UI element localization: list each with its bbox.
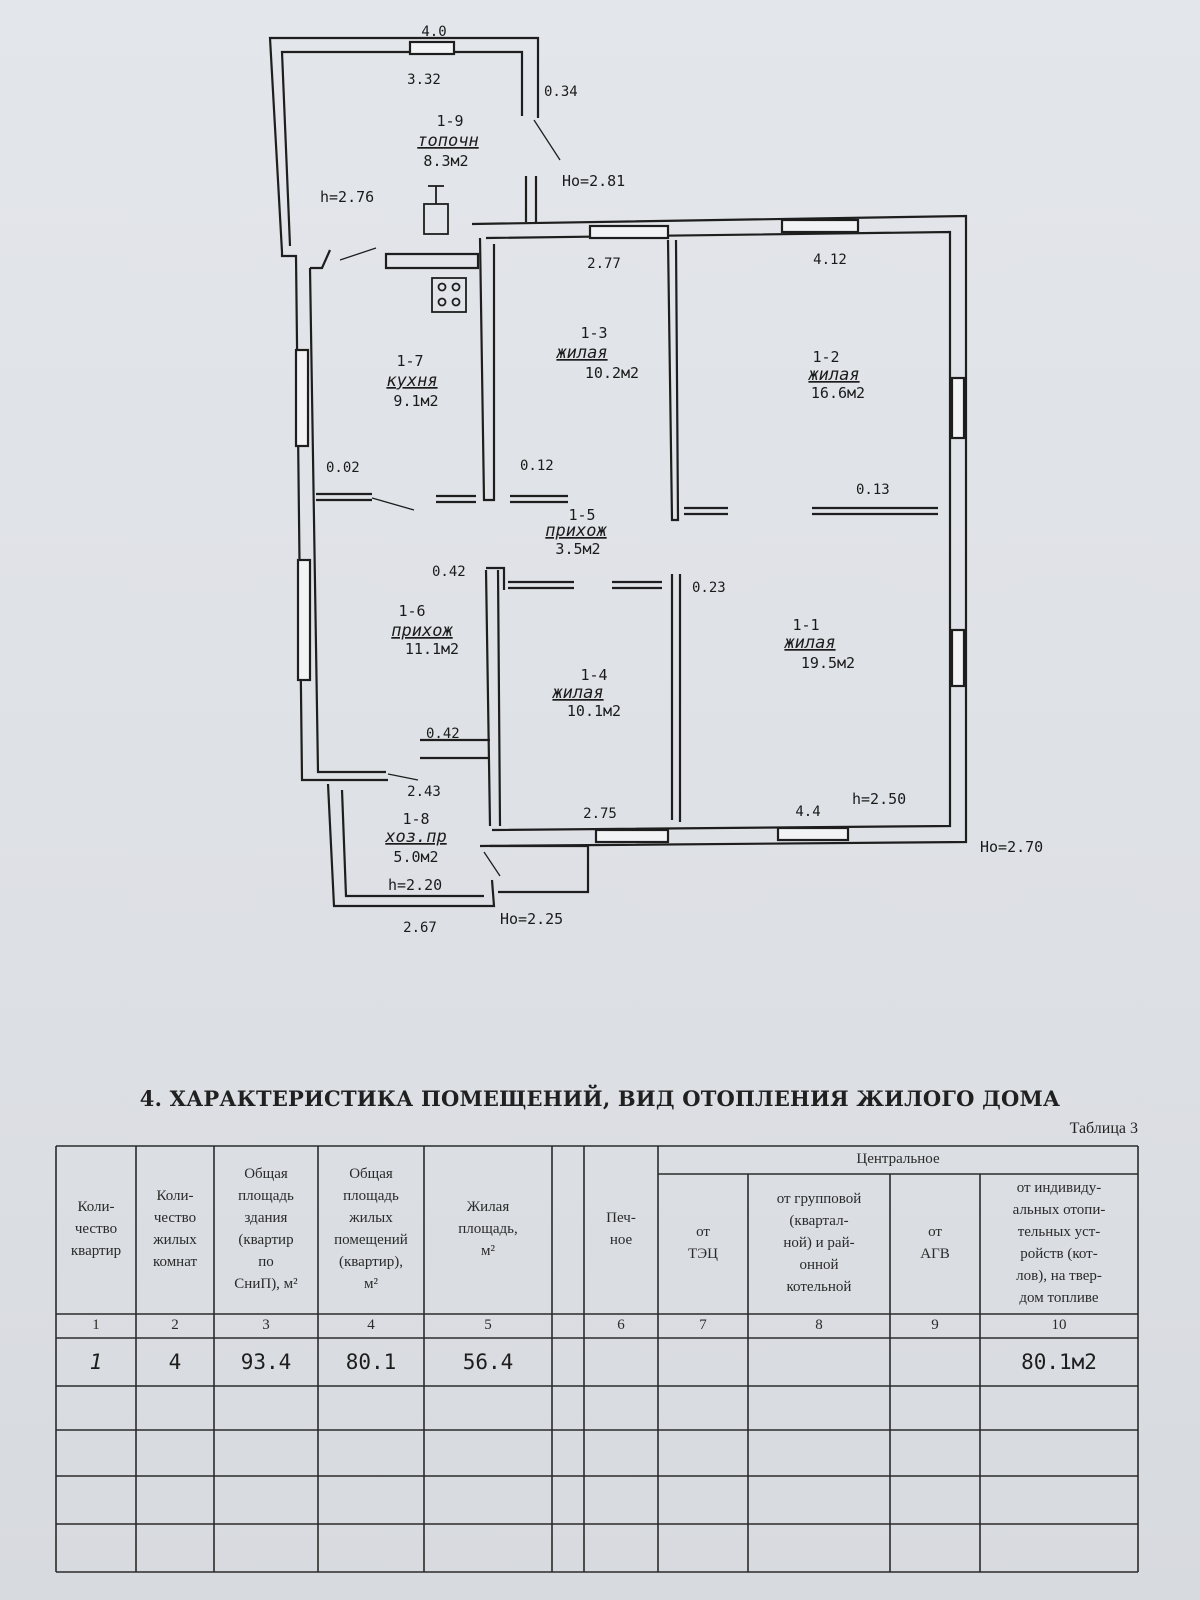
table-cell-apartments: 1 <box>89 1349 103 1374</box>
svg-text:1-8: 1-8 <box>402 810 429 828</box>
svg-text:h=2.20: h=2.20 <box>388 876 442 894</box>
svg-text:0.02: 0.02 <box>326 460 360 476</box>
header-from-boiler-house: от групповой (квартал- ной) и рай- онной… <box>776 1191 862 1295</box>
svg-text:жилая: жилая <box>551 683 603 703</box>
svg-text:10.1м2: 10.1м2 <box>567 702 621 720</box>
svg-text:0.42: 0.42 <box>426 726 460 742</box>
table-label: Таблица 3 <box>1069 1120 1138 1137</box>
svg-text:жилая: жилая <box>807 365 859 385</box>
svg-text:4.0: 4.0 <box>421 24 446 40</box>
svg-text:19.5м2: 19.5м2 <box>801 654 855 672</box>
column-number: 7 <box>699 1317 707 1334</box>
column-number: 3 <box>262 1317 270 1334</box>
walls <box>268 36 968 908</box>
header-individual-devices: от индивиду- альных отопи- тельных уст- … <box>1012 1180 1106 1306</box>
svg-text:3.32: 3.32 <box>407 72 441 88</box>
header-from-agv: от АГВ <box>920 1224 950 1262</box>
svg-text:9.1м2: 9.1м2 <box>393 392 438 410</box>
dimension-labels: 4.0 3.32 0.34 2.77 4.12 0.02 0.12 0.13 0… <box>326 24 890 936</box>
svg-text:1-6: 1-6 <box>398 602 425 620</box>
appliances <box>423 185 467 313</box>
column-number: 9 <box>931 1317 939 1334</box>
svg-text:хоз.пр: хоз.пр <box>384 827 446 847</box>
table-cell-individual-devices: 80.1м2 <box>1021 1349 1097 1374</box>
svg-text:жилая: жилая <box>555 343 607 363</box>
header-living-area: Жилая площадь, м² <box>458 1199 518 1259</box>
door-swings <box>339 119 561 877</box>
svg-text:10.2м2: 10.2м2 <box>585 364 639 382</box>
section-title: 4. ХАРАКТЕРИСТИКА ПОМЕЩЕНИЙ, ВИД ОТОПЛЕН… <box>139 1086 1061 1111</box>
column-number: 6 <box>617 1317 625 1334</box>
svg-text:2.43: 2.43 <box>407 784 441 800</box>
room-label-1-4: 1-4 жилая 10.1м2 <box>551 666 621 720</box>
svg-text:Нo=2.25: Нo=2.25 <box>500 910 563 928</box>
svg-text:1-4: 1-4 <box>580 666 607 684</box>
header-stove-heating: Печ- ное <box>606 1210 636 1248</box>
table-cell-stove <box>584 1338 658 1386</box>
svg-text:4.12: 4.12 <box>813 252 847 268</box>
table-cell-tec <box>658 1338 748 1386</box>
svg-text:прихож: прихож <box>391 621 453 641</box>
table-cell-total-living-area: 80.1 <box>345 1349 397 1374</box>
floor-plan: 1-9 топочн 8.3м2 1-7 кухня 9.1м2 1-3 жил… <box>268 24 1043 936</box>
svg-text:4.4: 4.4 <box>795 804 820 820</box>
svg-text:0.12: 0.12 <box>520 458 554 474</box>
svg-text:5.0м2: 5.0м2 <box>393 848 438 866</box>
svg-text:2.75: 2.75 <box>583 806 617 822</box>
room-label-1-1: 1-1 жилая 19.5м2 <box>783 616 855 672</box>
header-total-building-area: Общая площадь здания (квартир по СниП), … <box>234 1166 298 1292</box>
svg-text:11.1м2: 11.1м2 <box>405 640 459 658</box>
group-header-central: Центральное <box>856 1151 940 1168</box>
table-cell-agv <box>890 1338 980 1386</box>
room-label-1-3: 1-3 жилая 10.2м2 <box>555 324 639 382</box>
svg-text:кухня: кухня <box>386 371 437 391</box>
header-from-tec: от ТЭЦ <box>688 1224 718 1262</box>
room-label-1-6: 1-6 прихож 11.1м2 <box>391 602 459 658</box>
svg-text:2.67: 2.67 <box>403 920 437 936</box>
svg-text:1-7: 1-7 <box>396 352 423 370</box>
svg-text:0.34: 0.34 <box>544 84 578 100</box>
svg-text:8.3м2: 8.3м2 <box>423 152 468 170</box>
svg-text:топочн: топочн <box>417 131 478 151</box>
svg-text:Нo=2.81: Нo=2.81 <box>562 172 625 190</box>
table-cell-boiler-house <box>748 1338 890 1386</box>
column-number: 1 <box>92 1317 100 1334</box>
table-cell-rooms: 4 <box>168 1349 182 1374</box>
room-label-1-2: 1-2 жилая 16.6м2 <box>807 348 865 402</box>
svg-text:0.42: 0.42 <box>432 564 466 580</box>
stove-icon <box>431 277 467 313</box>
svg-text:1-1: 1-1 <box>792 616 819 634</box>
svg-text:3.5м2: 3.5м2 <box>555 540 600 558</box>
svg-text:Нo=2.70: Нo=2.70 <box>980 838 1043 856</box>
table-cell-total-building-area: 93.4 <box>240 1349 292 1374</box>
room-label-1-9: 1-9 топочн 8.3м2 <box>417 112 478 170</box>
header-apartments-count: Коли- чество квартир <box>70 1199 122 1259</box>
svg-text:h=2.50: h=2.50 <box>852 790 906 808</box>
svg-text:1-5: 1-5 <box>568 506 595 524</box>
table-cell-living-area: 56.4 <box>462 1349 514 1374</box>
column-number: 4 <box>367 1317 375 1334</box>
column-number: 10 <box>1051 1317 1067 1334</box>
svg-text:0.13: 0.13 <box>856 482 890 498</box>
svg-text:прихож: прихож <box>545 521 607 541</box>
header-total-living-area: Общая площадь жилых помещений (квартир),… <box>334 1166 408 1292</box>
column-number: 2 <box>171 1317 179 1334</box>
svg-text:жилая: жилая <box>783 633 835 653</box>
room-label-1-8: 1-8 хоз.пр 5.0м2 <box>384 810 446 866</box>
svg-text:2.77: 2.77 <box>587 256 621 272</box>
svg-text:1-3: 1-3 <box>580 324 607 342</box>
header-rooms-count: Коли- чество жилых комнат <box>152 1188 198 1270</box>
column-number: 5 <box>484 1317 492 1334</box>
column-number: 8 <box>815 1317 823 1334</box>
svg-text:0.23: 0.23 <box>692 580 726 596</box>
svg-text:1-9: 1-9 <box>436 112 463 130</box>
svg-text:16.6м2: 16.6м2 <box>811 384 865 402</box>
room-label-1-7: 1-7 кухня 9.1м2 <box>386 352 438 410</box>
svg-text:1-2: 1-2 <box>812 348 839 366</box>
height-labels: Нo=2.81 h=2.76 h=2.50 Нo=2.70 h=2.20 Нo=… <box>320 172 1043 928</box>
svg-text:h=2.76: h=2.76 <box>320 188 374 206</box>
room-label-1-5: 1-5 прихож 3.5м2 <box>545 506 607 558</box>
